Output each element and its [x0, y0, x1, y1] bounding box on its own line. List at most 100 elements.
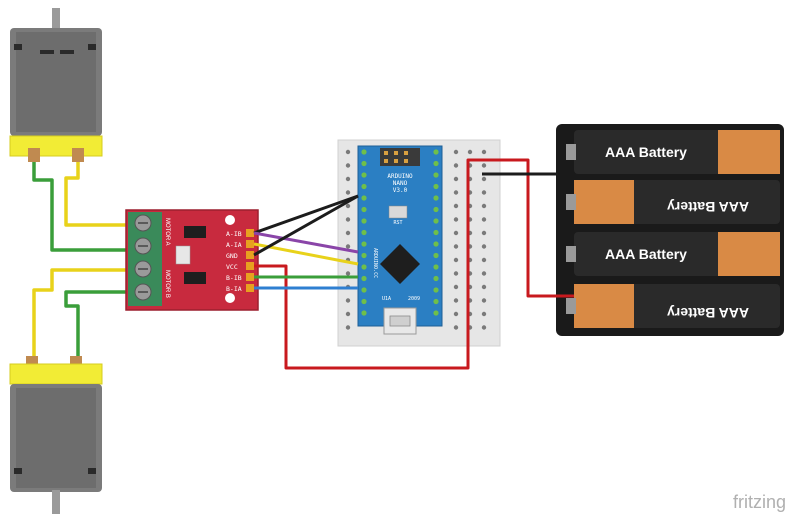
pin-label-vcc: VCC: [226, 263, 238, 271]
motor-a-label: MOTOR A: [164, 218, 170, 246]
mount-hole-bottom: [225, 293, 235, 303]
nano-label-1: ARDUINO: [387, 173, 413, 180]
breadboard-hole: [345, 203, 351, 209]
nano-pin: [433, 241, 439, 247]
nano-pin: [433, 252, 439, 259]
breadboard-hole: [481, 176, 487, 182]
nano-pin: [433, 195, 439, 201]
battery-cell-3: AAA Battery: [566, 232, 780, 276]
breadboard-hole: [481, 325, 487, 330]
nano-pin: [361, 160, 367, 167]
nano-pin: [433, 264, 439, 270]
battery-label-4: AAA Battery: [667, 305, 749, 321]
nano-pin: [433, 275, 439, 282]
nano-pin: [433, 160, 439, 167]
nano-pin: [433, 183, 439, 190]
wire-motor-a-green: [32, 162, 130, 252]
breadboard-hole: [453, 311, 459, 317]
battery-cell-4: AAA Battery: [566, 284, 780, 328]
breadboard-hole: [481, 257, 487, 263]
nano-pin: [361, 264, 367, 270]
breadboard-hole: [453, 230, 459, 236]
breadboard-hole: [453, 217, 459, 222]
breadboard-hole: [453, 149, 459, 155]
nano-label-3: V3.0: [393, 187, 408, 194]
breadboard-hole: [453, 271, 459, 276]
wire-vcc-red: [254, 158, 574, 370]
breadboard-hole: [481, 230, 487, 236]
signal-wires: [253, 158, 574, 370]
pin-label-a-ib: A-IB: [226, 230, 242, 238]
motor-b-label: MOTOR B: [164, 270, 170, 298]
breadboard-hole: [481, 284, 487, 290]
motor-a-terminal-2: [72, 148, 84, 162]
breadboard-hole: [345, 149, 351, 155]
motor-a: [9, 8, 103, 162]
breadboard-hole: [481, 311, 487, 317]
driver-chip-b: [184, 272, 206, 284]
breadboard-hole: [453, 190, 459, 195]
nano-pin: [433, 229, 439, 236]
battery-label-3: AAA Battery: [605, 246, 687, 262]
nano-pin: [361, 183, 367, 190]
nano-pin: [433, 172, 439, 178]
breadboard-hole: [345, 244, 351, 249]
pin-label-b-ib: B-IB: [226, 274, 242, 282]
breadboard-hole: [481, 163, 487, 168]
nano-pin: [433, 149, 439, 155]
motor-b: [9, 356, 103, 514]
battery-label-2: AAA Battery: [667, 199, 749, 215]
wire-gnd-black: [253, 194, 359, 257]
breadboard-hole: [453, 257, 459, 263]
reset-button: [388, 205, 408, 219]
breadboard-hole: [481, 203, 487, 209]
motor-a-endcap: [9, 135, 103, 157]
wire-a-ib-black: [253, 194, 359, 235]
breadboard-hole: [481, 217, 487, 222]
breadboard-hole: [345, 217, 351, 222]
breadboard-hole: [345, 298, 351, 303]
mount-hole-top: [225, 215, 235, 225]
driver-header-pins: [246, 229, 254, 292]
breadboard-hole: [345, 163, 351, 168]
arduino-nano: ARDUINO NANO V3.0 RST ARDUINO.CC U1A 200…: [357, 145, 443, 335]
nano-brand: ARDUINO.CC: [372, 248, 378, 278]
breadboard-hole: [467, 149, 473, 155]
wire-a-ia-purple: [253, 231, 359, 254]
motor-a-shaft: [52, 8, 60, 30]
nano-pin: [361, 218, 367, 224]
pin-label-gnd: GND: [226, 252, 238, 260]
nano-pin: [433, 218, 439, 224]
nano-u1a: U1A: [382, 296, 391, 302]
wire-motor-a-yellow: [64, 162, 130, 227]
breadboard-hole: [453, 284, 459, 290]
nano-pin: [433, 287, 439, 293]
nano-pin: [361, 310, 367, 316]
battery-cell-2: AAA Battery: [566, 180, 780, 224]
wire-motor-b-yellow: [32, 268, 130, 356]
breadboard-hole: [481, 271, 487, 276]
motor-driver-board: MOTOR A MOTOR B A-IB A-IA GND VCC B-IB B…: [125, 209, 259, 311]
nano-pin: [433, 310, 439, 316]
breadboard-hole: [345, 311, 351, 317]
breadboard-hole: [481, 298, 487, 303]
battery-pack: AAA Battery AAA Battery AAA Battery AAA …: [556, 124, 784, 336]
battery-label-1: AAA Battery: [605, 144, 687, 160]
motor-wires: [32, 162, 130, 356]
nano-pin: [361, 275, 367, 282]
nano-pin: [361, 287, 367, 293]
breadboard-hole: [453, 176, 459, 182]
usb-connector: [383, 307, 417, 335]
motor-a-terminal-1: [28, 148, 40, 162]
fritzing-watermark: fritzing: [733, 492, 786, 512]
nano-pin: [361, 229, 367, 236]
nano-pin: [433, 206, 439, 213]
nano-pin: [433, 298, 439, 305]
breadboard-hole: [481, 149, 487, 155]
wire-gnd-yellow: [253, 242, 359, 266]
breadboard-hole: [481, 190, 487, 195]
microcontroller-chip: [380, 244, 420, 284]
breadboard-hole: [345, 230, 351, 236]
breadboard-hole: [453, 244, 459, 249]
